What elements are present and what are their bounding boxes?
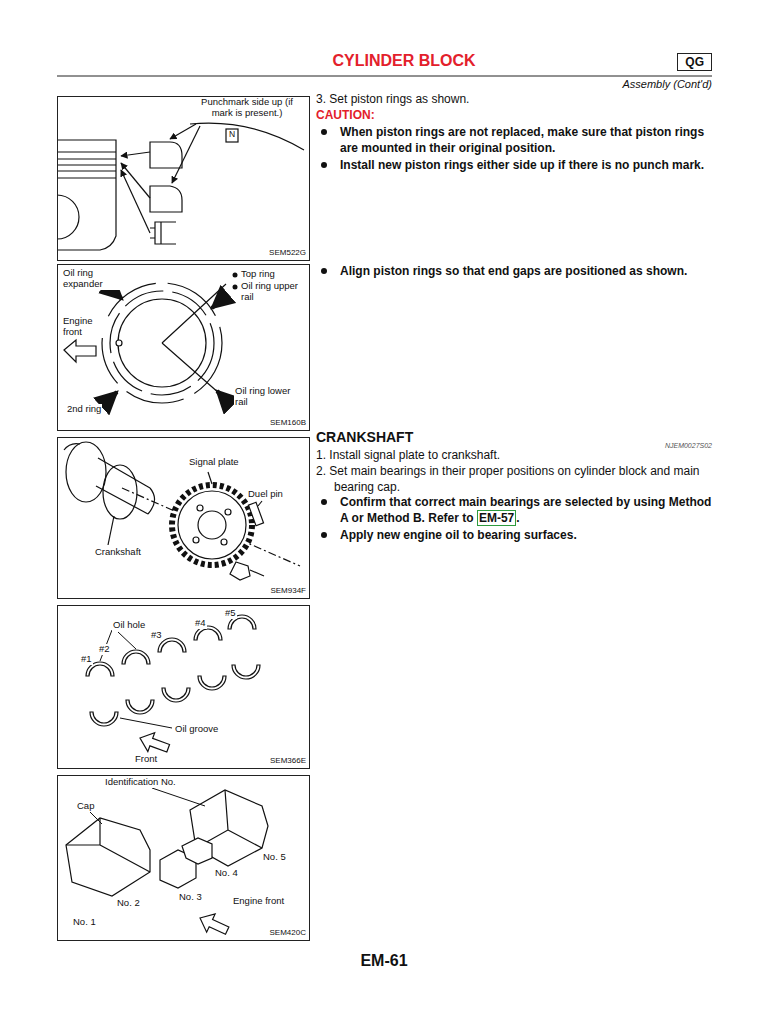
step-text: 1. Install signal plate to crankshaft. bbox=[316, 447, 714, 463]
callout-number: #4 bbox=[194, 618, 207, 629]
page-number: EM-61 bbox=[334, 951, 434, 972]
figure-code: SEM522G bbox=[255, 248, 307, 257]
page-reference: EM-57 bbox=[477, 510, 516, 526]
part-label: Oil groove bbox=[174, 724, 219, 735]
engine-front-arrow bbox=[196, 909, 232, 940]
bullet-dots bbox=[233, 273, 238, 290]
part-label: Oil hole bbox=[112, 620, 146, 631]
direction-label: Engine front bbox=[232, 896, 285, 907]
callout-number: #1 bbox=[80, 654, 93, 665]
figure-panel: Oil hole #1 #2 #3 #4 #5Oil grooveFront SEM366E bbox=[57, 605, 310, 769]
callout-number: #3 bbox=[150, 630, 163, 641]
figure-note: Punchmark side up (if mark is present.) bbox=[190, 97, 304, 119]
crankshaft-drawing bbox=[64, 442, 300, 580]
punctuation: . bbox=[516, 511, 519, 525]
callout-number: No. 2 bbox=[116, 898, 141, 909]
figure-code: SEM934F bbox=[255, 586, 307, 595]
ring-gap-drawing bbox=[64, 283, 230, 404]
part-label: Duel pin bbox=[247, 489, 284, 500]
callout-number: #2 bbox=[98, 644, 111, 655]
engine-code: QG bbox=[685, 55, 704, 69]
callout-number: No. 1 bbox=[72, 917, 97, 928]
direction-label: Front bbox=[134, 754, 158, 765]
bearing-cap-drawing bbox=[66, 790, 268, 896]
figure-panel: Identification No. CapNo. 1 No. 2 No. 3 No. … bbox=[57, 775, 310, 941]
mark-letter: N bbox=[228, 130, 236, 140]
bullet-text: Align piston rings so that end gaps are … bbox=[340, 263, 714, 279]
figure-code: SEM366E bbox=[255, 756, 307, 765]
leader-lines bbox=[90, 788, 205, 824]
piston-drawing bbox=[57, 123, 304, 250]
text-line: Confirm that correct main bearings are s… bbox=[340, 494, 714, 526]
engine-code-box: QG bbox=[677, 53, 712, 71]
section-subtitle: Assembly (Cont'd) bbox=[540, 77, 712, 91]
reference-code: NJEM0027S02 bbox=[612, 441, 712, 450]
step-text: 3. Set piston rings as shown. bbox=[316, 91, 714, 107]
bullet-text: Install new piston rings either side up … bbox=[340, 157, 714, 173]
step-text: 2. Set main bearings in their proper pos… bbox=[316, 463, 714, 495]
part-label: Top ring bbox=[240, 269, 276, 280]
figure-panel: Punchmark side up (if mark is present.) N… bbox=[57, 96, 310, 261]
bullet-text: Confirm that correct main bearings are s… bbox=[340, 495, 711, 525]
callout-number: No. 5 bbox=[262, 852, 287, 863]
leader-lines bbox=[100, 630, 172, 728]
direction-label: Engine front bbox=[62, 316, 108, 338]
bullet-text: Apply new engine oil to bearing surfaces… bbox=[340, 527, 714, 543]
figure-panel: Signal plateDuel pinCrankshaftSEM934F bbox=[57, 437, 310, 599]
page-title: CYLINDER BLOCK bbox=[284, 51, 524, 72]
figure-code: SEM420C bbox=[255, 928, 307, 937]
part-label: Oil ring expander bbox=[62, 268, 126, 290]
bullet-text: When piston rings are not replaced, make… bbox=[340, 124, 714, 156]
callout-number: No. 3 bbox=[178, 892, 203, 903]
section-heading: CRANKSHAFT bbox=[316, 428, 413, 446]
figure-code: SEM160B bbox=[255, 418, 307, 427]
figure-panel: Oil ring expander Top ringOil ring upper … bbox=[57, 264, 310, 431]
callout-number: No. 4 bbox=[214, 868, 239, 879]
bearing-drawing bbox=[86, 615, 260, 726]
caution-heading: CAUTION: bbox=[316, 108, 375, 124]
part-label: Oil ring lower rail bbox=[234, 386, 296, 408]
part-label: Identification No. bbox=[104, 777, 177, 788]
part-label: Oil ring upper rail bbox=[240, 281, 302, 303]
part-label: Crankshaft bbox=[94, 547, 142, 558]
part-label: 2nd ring bbox=[66, 404, 102, 415]
part-label: Cap bbox=[76, 801, 95, 812]
header-rule bbox=[57, 76, 712, 77]
part-label: Signal plate bbox=[188, 457, 240, 468]
callout-number: #5 bbox=[224, 608, 237, 619]
